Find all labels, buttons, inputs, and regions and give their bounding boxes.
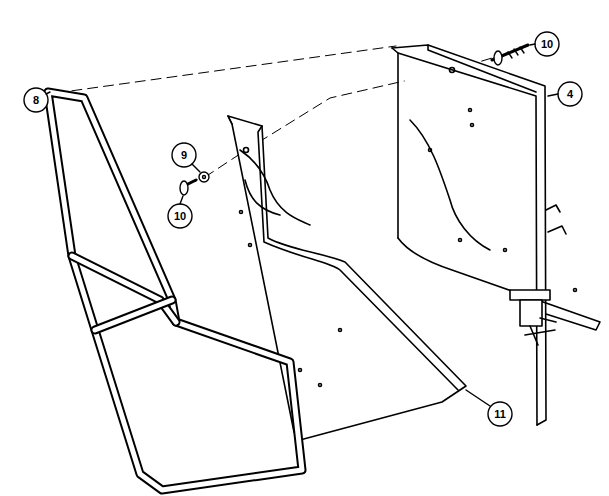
callout-number: 9 [173, 147, 195, 163]
fasteners [180, 45, 528, 195]
callout-number: 11 [489, 406, 511, 422]
callout-number: 10 [169, 208, 191, 224]
callout-number: 4 [559, 86, 581, 102]
callout-number: 8 [25, 92, 47, 108]
front-bracket [228, 116, 466, 440]
tube-frame [48, 92, 302, 490]
callout-number: 10 [536, 36, 558, 52]
callout-circles [24, 32, 582, 426]
